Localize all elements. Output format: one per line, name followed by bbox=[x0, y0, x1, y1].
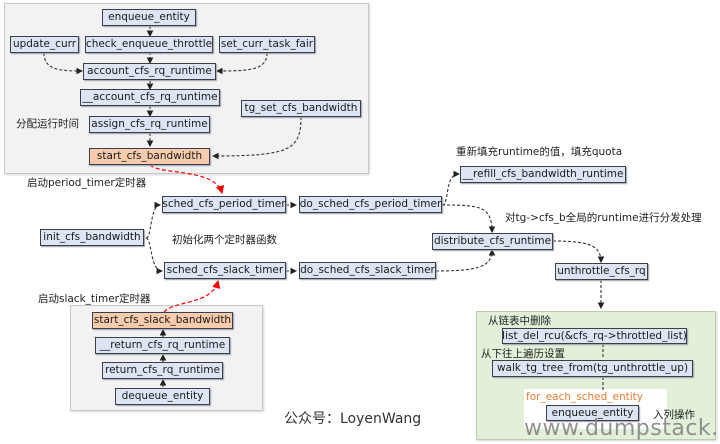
edge-do-period-to-refill bbox=[441, 170, 461, 206]
box-check-enqueue-throttle: check_enqueue_throttle bbox=[85, 36, 213, 53]
box-start-cfs-slack-bandwidth: start_cfs_slack_bandwidth bbox=[92, 312, 233, 329]
box-distribute-cfs-runtime: distribute_cfs_runtime bbox=[432, 233, 553, 250]
box-walk-tg-tree-from: walk_tg_tree_from(tg_unthrottle_up) bbox=[492, 360, 693, 377]
box-account-cfs-rq-runtime: account_cfs_rq_runtime bbox=[83, 63, 216, 80]
box-dequeue-entity: dequeue_entity bbox=[115, 388, 210, 405]
box-sched-cfs-period-timer: sched_cfs_period_timer bbox=[162, 196, 286, 213]
box-start-cfs-bandwidth: start_cfs_bandwidth bbox=[89, 148, 210, 165]
edge-distribute-to-unthrottle bbox=[552, 240, 605, 264]
edge-do-slack-to-distribute bbox=[435, 248, 496, 272]
box-update-curr: update_curr bbox=[10, 36, 79, 53]
note-distribute-runtime: 对tg->cfs_b全局的runtime进行分发处理 bbox=[505, 212, 702, 224]
note-walk-bottom-up: 从下往上遍历设置 bbox=[481, 348, 565, 360]
edge-do-period-to-distribute bbox=[441, 204, 496, 234]
trigger-start-to-period-timer bbox=[149, 164, 225, 195]
edge-init-to-period bbox=[145, 201, 162, 239]
enqueue-path-group bbox=[4, 3, 369, 174]
box-return-cfs-rq-runtime: return_cfs_rq_runtime bbox=[102, 362, 223, 379]
box-do-sched-cfs-slack-timer: do_sched_cfs_slack_timer bbox=[299, 262, 436, 279]
box-list-del-rcu: list_del_rcu(&cfs_rq->throttled_list) bbox=[502, 328, 687, 344]
edge-update-curr-to-account bbox=[43, 52, 84, 75]
box-unthrottle-cfs-rq: unthrottle_cfs_rq bbox=[555, 263, 648, 280]
note-start-period-timer: 启动period_timer定时器 bbox=[27, 177, 147, 189]
edge-init-to-slack bbox=[145, 237, 164, 275]
box-enqueue-entity: enqueue_entity bbox=[102, 9, 196, 26]
box-tg-set-cfs-bandwidth: tg_set_cfs_bandwidth bbox=[241, 100, 361, 117]
box-__account-cfs-rq-runtime: __account_cfs_rq_runtime bbox=[80, 89, 220, 106]
note-assign-runtime: 分配运行时间 bbox=[16, 118, 79, 130]
box-enqueue-entity-inner: enqueue_entity bbox=[546, 405, 639, 421]
note-enqueue-op: 入列操作 bbox=[653, 409, 695, 421]
box-assign-cfs-rq-runtime: assign_cfs_rq_runtime bbox=[89, 116, 210, 133]
note-init-two-timers: 初始化两个定时器函数 bbox=[172, 234, 277, 246]
note-refill-runtime: 重新填充runtime的值，填充quota bbox=[456, 146, 623, 158]
trigger-slack-bw-to-slack-timer bbox=[163, 279, 221, 313]
loop-label-for-each-sched-entity: for_each_sched_entity bbox=[526, 391, 644, 403]
site-watermark: www.dumpstack.cn bbox=[524, 416, 720, 441]
note-remove-from-list: 从链表中删除 bbox=[488, 315, 551, 327]
box-init-cfs-bandwidth: init_cfs_bandwidth bbox=[40, 229, 144, 246]
edge-tg-set-to-start bbox=[211, 116, 302, 160]
box-__return-cfs-rq-runtime: __return_cfs_rq_runtime bbox=[95, 337, 230, 354]
box-do-sched-cfs-period-timer: do_sched_cfs_period_timer bbox=[299, 196, 442, 213]
box-set-curr-task-fair: set_curr_task_fair bbox=[219, 36, 315, 53]
wechat-watermark: 公众号：LoyenWang bbox=[284, 411, 422, 427]
box-sched-cfs-slack-timer: sched_cfs_slack_timer bbox=[164, 262, 286, 279]
note-start-slack-timer: 启动slack_timer定时器 bbox=[38, 293, 151, 305]
box-__refill-cfs-bandwidth-runtime: __refill_cfs_bandwidth_runtime bbox=[460, 166, 626, 183]
edge-set-curr-to-account bbox=[215, 52, 268, 75]
